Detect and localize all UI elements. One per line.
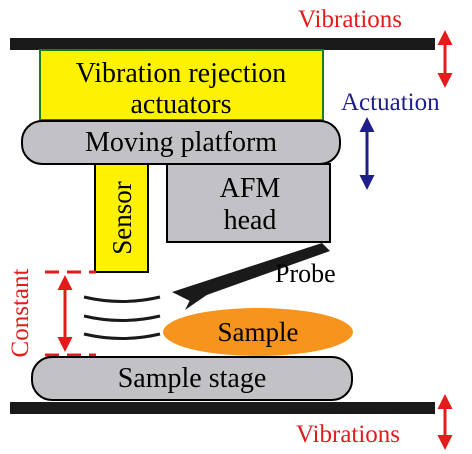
bottom-beam [10, 402, 435, 414]
afm-head [166, 163, 331, 243]
afm-head-label-line1: AFM [220, 173, 281, 204]
sample-label: Sample [218, 317, 299, 347]
sample-stage [31, 356, 353, 401]
sample-stage-label: Sample stage [118, 363, 267, 394]
sample [163, 308, 353, 356]
probe-cantilever [172, 243, 330, 301]
sensor-label: Sensor [107, 181, 137, 255]
actuators-label-line1: Vibration rejection [76, 58, 287, 89]
vibrations-top-label: Vibrations [298, 6, 402, 33]
actuation-label: Actuation [341, 89, 440, 116]
afm-head-label-line2: head [224, 205, 277, 236]
sensor [94, 163, 149, 273]
probe-label: Probe [275, 259, 336, 288]
sensor-waves [83, 295, 161, 340]
vibrations-bottom-label: Vibrations [296, 421, 400, 448]
moving-platform-label: Moving platform [85, 127, 277, 158]
constant-label: Constant [7, 269, 34, 358]
actuators-label-line2: actuators [130, 89, 231, 120]
top-beam [10, 38, 435, 50]
probe-tip [185, 288, 214, 310]
